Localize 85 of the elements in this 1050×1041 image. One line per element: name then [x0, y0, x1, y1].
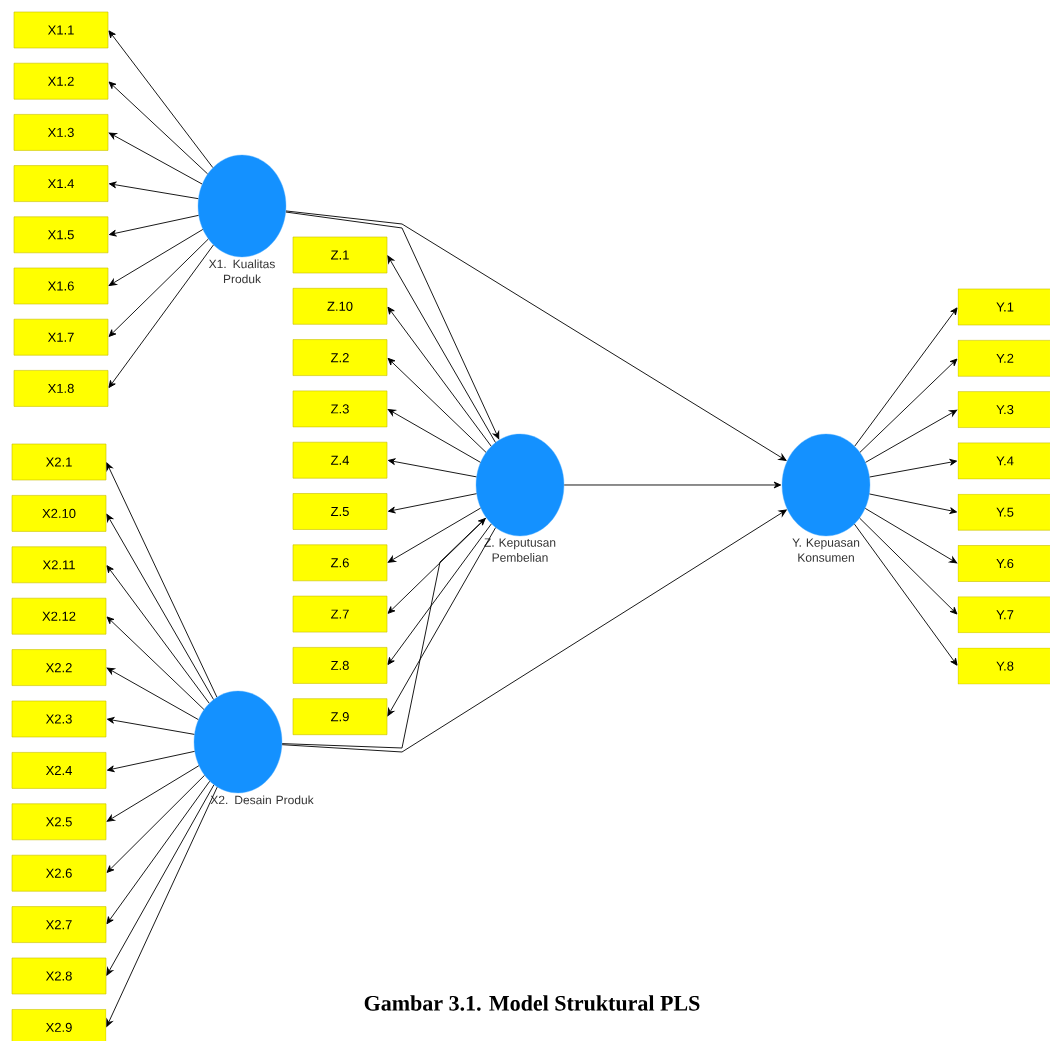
arrow: [859, 358, 958, 453]
arrow: [285, 211, 500, 440]
arrow: [108, 238, 209, 337]
arrow: [859, 517, 958, 615]
indicator-box: X2.10: [11, 495, 107, 532]
indicator-box: Z.8: [292, 647, 388, 684]
arrow: [108, 229, 204, 286]
indicator-box: Z.4: [292, 441, 388, 479]
indicator-box: Z.3: [292, 390, 388, 428]
arrow: [864, 507, 958, 564]
arrow: [106, 565, 210, 704]
figure-caption: Gambar 3.1. Model Struktural PLS: [364, 995, 700, 1011]
indicator-box: Y.4: [957, 442, 1050, 480]
node-label: X2. Desain Produk: [210, 795, 314, 805]
arrow: [108, 30, 214, 168]
indicator-box: X2.5: [11, 803, 107, 841]
indicator-box: X2.7: [11, 906, 107, 943]
indicator-box: X1.7: [13, 318, 109, 356]
arrow: [108, 81, 209, 175]
indicator-box: Y.1: [957, 288, 1050, 326]
indicator-box: Z.2: [292, 339, 388, 376]
arrow: [869, 493, 958, 514]
indicator-box: X2.9: [11, 1009, 107, 1041]
arrow: [106, 784, 215, 976]
indicator-box: Z.6: [292, 544, 388, 582]
indicator-box: Z.1: [292, 236, 388, 274]
indicator-box: Z.10: [292, 288, 388, 325]
indicator-box: X2.6: [11, 854, 107, 892]
node-label: X1. Kualitas Produk: [208, 259, 275, 284]
arrow: [106, 616, 205, 710]
arrow: [108, 214, 199, 237]
indicator-box: X1.3: [13, 114, 109, 151]
arrow: [108, 181, 199, 200]
indicator-box: X2.8: [11, 957, 107, 995]
arrow: [281, 509, 787, 753]
arrow: [869, 458, 958, 478]
indicator-box: X2.3: [11, 700, 107, 738]
indicator-box: X2.4: [11, 752, 107, 789]
arrow: [108, 244, 214, 388]
indicator-box: X2.2: [11, 649, 107, 686]
arrow: [854, 523, 958, 666]
indicator-box: X1.6: [13, 267, 109, 305]
arrow: [387, 306, 492, 447]
indicator-box: Y.2: [957, 340, 1050, 377]
arrow: [387, 523, 492, 665]
arrow: [387, 357, 487, 453]
node-label: Y. Kepuasan Konsumen: [792, 538, 860, 562]
arrow: [106, 667, 199, 720]
arrow: [285, 210, 787, 461]
arrow: [387, 527, 496, 717]
arrow: [387, 458, 477, 478]
indicator-box: X2.12: [11, 597, 107, 635]
arrow: [281, 518, 486, 749]
arrow: [563, 481, 782, 489]
arrow: [106, 716, 195, 735]
indicator-box: X1.8: [13, 370, 109, 407]
indicator-box: X1.2: [13, 62, 109, 100]
indicator-box: X1.5: [13, 216, 109, 254]
indicator-box: Y.6: [957, 545, 1050, 582]
indicator-box: Z.9: [292, 698, 388, 735]
arrow: [106, 780, 211, 925]
arrow: [106, 462, 218, 698]
indicator-box: Y.3: [957, 391, 1050, 428]
indicator-box: X1.1: [13, 11, 109, 49]
indicator-box: Y.5: [957, 493, 1050, 531]
indicator-box: Z.5: [292, 493, 388, 530]
arrow: [106, 513, 214, 700]
arrow: [106, 786, 218, 1027]
arrow: [108, 132, 203, 185]
arrow: [106, 750, 195, 773]
arrow: [387, 517, 487, 614]
arrow: [387, 255, 496, 443]
indicator-box: X1.4: [13, 165, 109, 202]
indicator-box: X2.1: [11, 443, 107, 481]
arrow: [106, 765, 200, 822]
arrow: [387, 493, 477, 514]
indicator-box: Y.8: [957, 647, 1050, 685]
indicator-box: Y.7: [957, 596, 1050, 634]
arrow: [387, 409, 481, 463]
arrow: [865, 409, 958, 463]
indicator-box: Z.7: [292, 595, 388, 633]
arrow: [854, 307, 958, 447]
arrow: [106, 774, 205, 873]
indicator-box: X2.11: [11, 546, 107, 584]
arrow: [387, 507, 481, 563]
